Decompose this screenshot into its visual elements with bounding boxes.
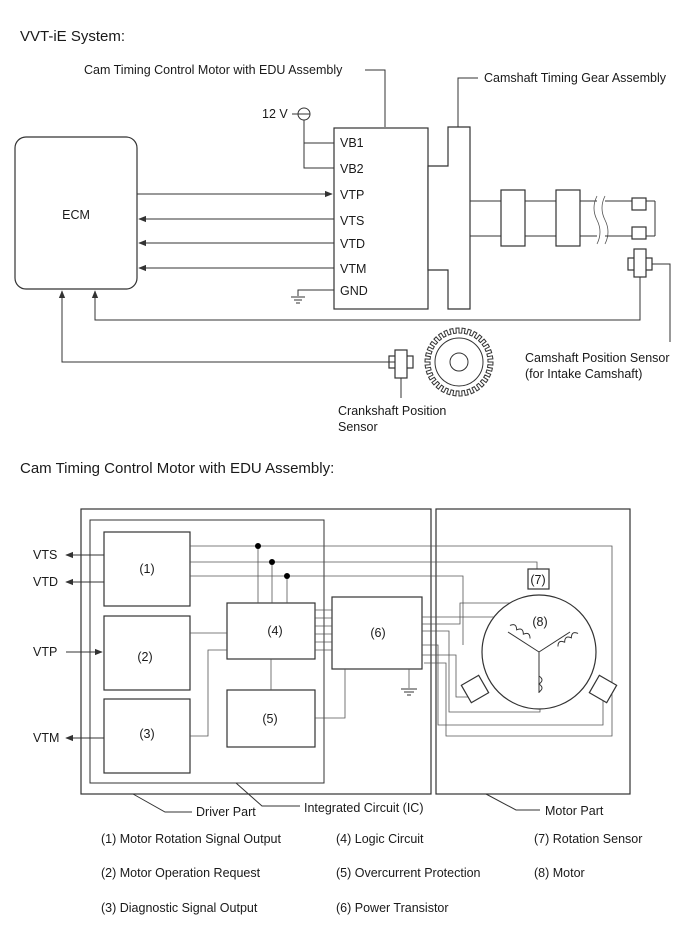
hall-sensor-right-icon <box>588 674 618 704</box>
cam-motor-leader <box>365 69 386 127</box>
legend-item: (8) Motor <box>534 866 585 880</box>
crankshaft-position-sensor-icon <box>388 349 414 379</box>
pin-gnd: GND <box>340 284 368 298</box>
cam-sensor-wire <box>91 277 641 321</box>
ic-label: Integrated Circuit (IC) <box>304 801 423 815</box>
ecm-box <box>14 136 138 290</box>
pin-vtd: VTD <box>340 237 365 251</box>
cam-sensor-leader <box>652 263 671 342</box>
crank-sensor-label-1: Crankshaft Position <box>338 404 446 418</box>
crankshaft-wheel-icon <box>424 327 494 397</box>
hall-sensor-left-icon <box>460 674 490 704</box>
camshaft <box>470 189 656 247</box>
coil-icon <box>538 675 543 693</box>
motor-windings <box>507 631 571 693</box>
cam-sensor-label-2: (for Intake Camshaft) <box>525 367 642 381</box>
signal-vtd: VTD <box>33 575 58 589</box>
driver-part-leader <box>132 793 192 813</box>
legend-item: (4) Logic Circuit <box>336 832 424 846</box>
legend-item: (7) Rotation Sensor <box>534 832 642 846</box>
motor-part-leader <box>485 793 540 811</box>
block-1-label: (1) <box>139 562 154 576</box>
block-2-motor-operation-request <box>103 615 191 691</box>
ecm-label: ECM <box>62 208 90 222</box>
crank-sensor-wire <box>58 290 395 363</box>
pin-vb2: VB2 <box>340 162 364 176</box>
junction-dot <box>255 543 261 549</box>
vb2-wire <box>303 120 334 169</box>
block-1-motor-rotation-signal-output <box>103 531 191 607</box>
legend-item: (3) Diagnostic Signal Output <box>101 901 258 915</box>
driver-part-label: Driver Part <box>196 805 256 819</box>
camshaft-timing-gear <box>427 126 471 310</box>
block-4-logic-circuit <box>226 602 316 660</box>
cam-motor-label: Cam Timing Control Motor with EDU Assemb… <box>84 63 343 77</box>
pin-vtm: VTM <box>340 262 366 276</box>
legend: (1) Motor Rotation Signal Output (2) Mot… <box>101 832 642 915</box>
camshaft-gear-leader <box>457 77 478 127</box>
coil-icon <box>509 624 531 639</box>
camshaft-gear-label: Camshaft Timing Gear Assembly <box>484 71 667 85</box>
voltage-label: 12 V <box>262 107 288 121</box>
ground-icon <box>291 296 305 304</box>
pin-vtp: VTP <box>340 188 364 202</box>
gnd-wire <box>297 289 334 296</box>
block-6-label: (6) <box>370 626 385 640</box>
pin-vts: VTS <box>340 214 364 228</box>
coil-icon <box>557 632 579 647</box>
camshaft-position-sensor-icon <box>627 248 653 278</box>
block-5-label: (5) <box>262 712 277 726</box>
legend-item: (1) Motor Rotation Signal Output <box>101 832 281 846</box>
pin-vb1: VB1 <box>340 136 364 150</box>
edu-assembly-box <box>333 127 429 310</box>
block-6-power-transistor <box>331 596 423 670</box>
block-8-label: (8) <box>532 615 547 629</box>
ground-icon <box>401 688 417 696</box>
crank-sensor-label-2: Sensor <box>338 420 378 434</box>
bottom-section-title: Cam Timing Control Motor with EDU Assemb… <box>20 460 334 477</box>
block-4-label: (4) <box>267 624 282 638</box>
signal-vts: VTS <box>33 548 57 562</box>
motor-part-label: Motor Part <box>545 804 604 818</box>
legend-item: (2) Motor Operation Request <box>101 866 261 880</box>
signal-vtm: VTM <box>33 731 59 745</box>
ic-leader <box>235 782 300 807</box>
block-3-label: (3) <box>139 727 154 741</box>
rotation-sensor-box <box>527 568 550 590</box>
block-7-label: (7) <box>530 573 545 587</box>
legend-item: (5) Overcurrent Protection <box>336 866 481 880</box>
top-section-title: VVT-iE System: <box>20 28 125 45</box>
signal-vtp: VTP <box>33 645 57 659</box>
block-2-label: (2) <box>137 650 152 664</box>
junction-dot <box>284 573 290 579</box>
cam-sensor-label-1: Camshaft Position Sensor <box>525 351 670 365</box>
block-5-overcurrent-protection <box>226 689 316 748</box>
junction-dot <box>269 559 275 565</box>
legend-item: (6) Power Transistor <box>336 901 449 915</box>
